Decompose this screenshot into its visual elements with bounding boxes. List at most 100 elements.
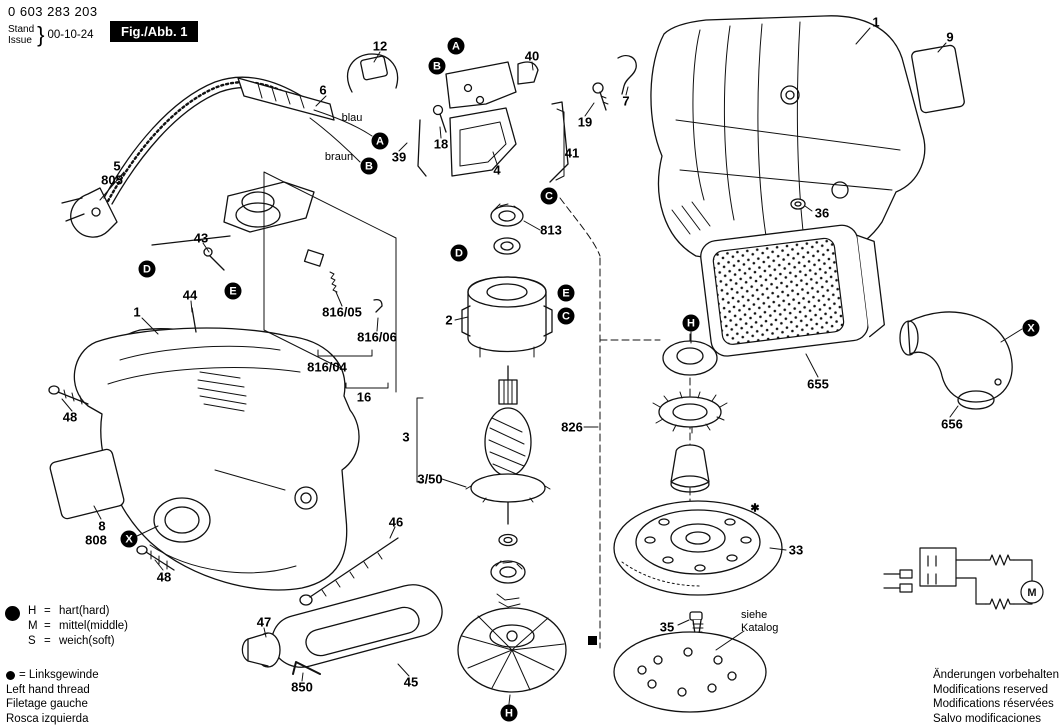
nameplate-drawing: [49, 448, 125, 520]
marker-H2: H: [500, 704, 518, 722]
lower-bearing-drawing: [490, 533, 526, 608]
callout-part-4: 4: [493, 162, 501, 178]
marker-A1: A: [447, 37, 465, 55]
marker-X2: X: [1022, 319, 1040, 337]
callout-part-6: 6: [319, 82, 327, 98]
axis-end-square-marker: [588, 636, 597, 645]
document-number: 0 603 283 203: [8, 4, 98, 19]
switch-assembly-drawing: [417, 61, 569, 183]
callout-part-16: 16: [356, 389, 372, 405]
marker-B2: B: [360, 157, 378, 175]
marker-E1: E: [224, 282, 242, 300]
schematic-motor-label: M: [1027, 587, 1036, 599]
figure-label: Fig./Abb. 1: [110, 21, 199, 42]
callout-part-3: 3: [402, 429, 410, 445]
thread-legend-en: Left hand thread: [6, 683, 90, 696]
marker-C1: C: [540, 187, 558, 205]
left-hand-thread-icon: [6, 670, 15, 680]
callout-part-655: 655: [807, 376, 829, 392]
callout-part-35: 35: [659, 619, 675, 635]
catalog-note-line1: siehe: [741, 609, 768, 621]
marker-C2: C: [557, 307, 575, 325]
marker-A2: A: [371, 132, 389, 150]
callout-part-47: 47: [256, 614, 272, 630]
sanding-pad-drawing: [613, 500, 783, 635]
callout-part-18: 18: [433, 136, 449, 152]
thread-legend-fr: Filetage gauche: [6, 698, 88, 710]
rear-housing-drawing: [650, 15, 926, 267]
callout-part-39: 39: [391, 149, 407, 165]
callout-part-41: 41: [564, 145, 580, 161]
elbow-adapter-drawing: [899, 311, 1013, 410]
callout-part-48b: 48: [156, 569, 172, 585]
screw-48-drawings: [48, 385, 175, 571]
hardness-row-middle: M = mittel(middle): [28, 620, 129, 632]
callout-part-826: 826: [561, 419, 583, 435]
callout-part-12: 12: [372, 38, 388, 54]
callout-part-3-50: 3/50: [417, 471, 443, 487]
issue-label: Issue: [8, 35, 32, 46]
wiring-schematic-drawing: [883, 547, 1044, 610]
modifications-en: Modifications reserved: [933, 683, 1049, 696]
callout-part-7: 7: [622, 93, 630, 109]
star-marker: ✱: [750, 502, 760, 515]
callout-part-816-06: 816/06: [357, 329, 397, 345]
upper-bearing-drawing: [490, 203, 524, 255]
callout-part-44: 44: [182, 287, 198, 303]
callout-part-656: 656: [941, 416, 963, 432]
catalog-note-line2: Katalog: [741, 622, 779, 634]
modifications-es: Salvo modificaciones: [933, 712, 1042, 725]
issue-date: 00-10-24: [47, 29, 94, 41]
callout-part-805: 805: [101, 172, 123, 188]
callout-part-808: 808: [85, 532, 107, 548]
pad-hardness-icon: [5, 606, 20, 621]
leader-lines: [61, 27, 1023, 705]
callout-part-816-04: 816/04: [307, 359, 347, 375]
hardness-row-soft: S = weich(soft): [28, 635, 115, 647]
main-housing-drawing: [73, 327, 360, 591]
marker-D1: D: [138, 260, 156, 278]
callout-part-43: 43: [193, 230, 209, 246]
clamp-drawing: [241, 584, 443, 675]
callout-part-19: 19: [577, 114, 593, 130]
callout-part-45: 45: [403, 674, 419, 690]
issue-block: Stand Issue } 00-10-24: [8, 22, 94, 48]
fan-drawing: [457, 607, 567, 693]
issue-brace: }: [37, 22, 45, 47]
marker-B1: B: [428, 57, 446, 75]
cable-clip-drawing: [346, 53, 399, 93]
stator-drawing: [461, 276, 553, 358]
small-fasteners-drawing: [592, 54, 806, 210]
callout-part-2: 2: [445, 312, 453, 328]
sanding-sheet-drawing: [613, 631, 767, 713]
marker-X1: X: [120, 530, 138, 548]
thread-legend-es: Rosca izquierda: [6, 712, 89, 725]
callout-part-33: 33: [788, 542, 804, 558]
callout-part-1-left: 1: [133, 304, 141, 320]
screw-46-drawing: [299, 537, 399, 606]
sticker-label-drawing: [911, 44, 965, 114]
hardness-row-hard: H = hart(hard): [28, 605, 110, 617]
modifications-fr: Modifications réservées: [933, 698, 1054, 710]
marker-H1: H: [682, 314, 700, 332]
catalog-note: siehe Katalog: [741, 609, 778, 635]
callout-part-5: 5: [113, 158, 121, 174]
callout-part-816-05: 816/05: [322, 304, 362, 320]
callout-part-850: 850: [291, 679, 313, 695]
callout-part-36: 36: [814, 205, 830, 221]
wire-label-blue: blau: [341, 112, 363, 124]
callout-part-48a: 48: [62, 409, 78, 425]
callout-part-9: 9: [946, 29, 954, 45]
stand-label: Stand: [8, 24, 35, 35]
thread-legend-de: = Linksgewinde: [19, 669, 99, 681]
dustbox-drawing: [700, 224, 885, 357]
modifications-de: Änderungen vorbehalten: [933, 669, 1059, 681]
marker-D2: D: [450, 244, 468, 262]
left-hand-thread-legend: = Linksgewinde Left hand thread Filetage…: [6, 668, 99, 726]
callout-part-46: 46: [388, 514, 404, 530]
wire-label-brown: braun: [324, 151, 354, 163]
callout-part-8: 8: [98, 518, 106, 534]
modifications-notice: Änderungen vorbehalten Modifications res…: [933, 668, 1059, 726]
